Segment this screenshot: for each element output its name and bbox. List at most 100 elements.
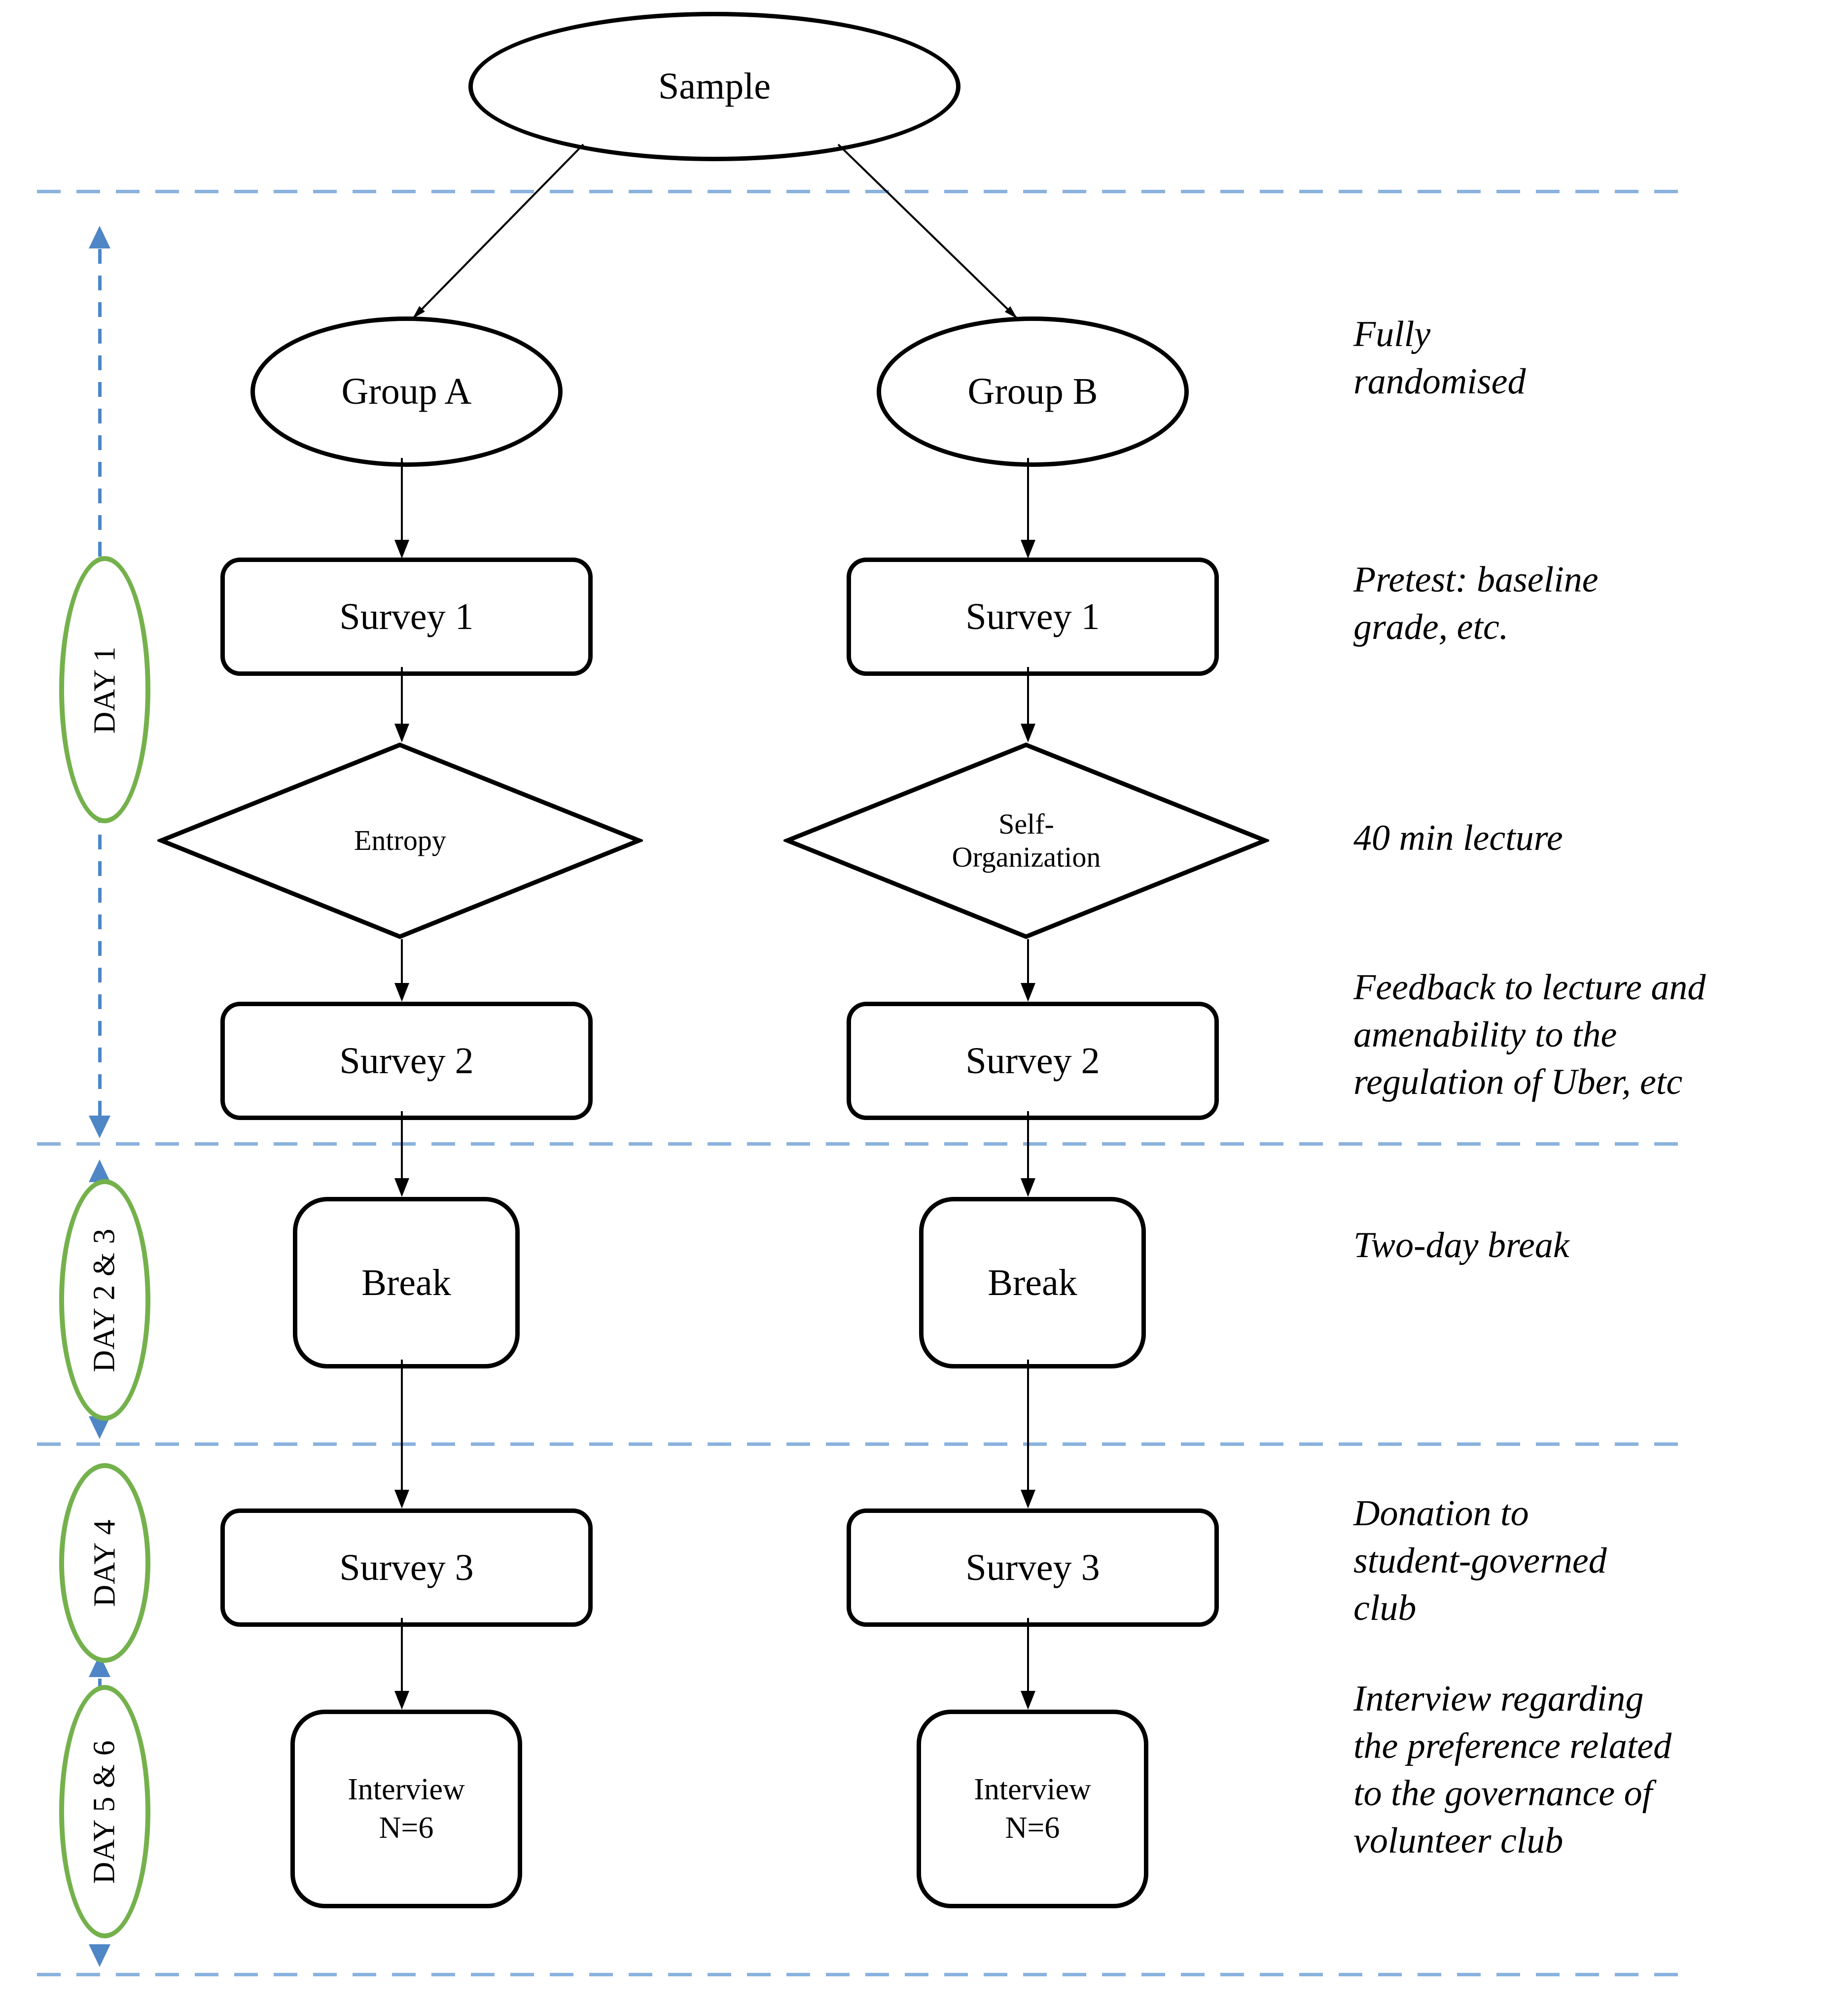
- annotation-line: to the governance of: [1353, 1773, 1653, 1814]
- annotation-line: Feedback to lecture and: [1353, 967, 1706, 1008]
- connector: [1027, 667, 1029, 725]
- treatment-a-label: Entropy: [354, 824, 446, 857]
- arrowhead-down-icon: [1021, 1490, 1035, 1508]
- day-2-3-badge: DAY 2 & 3: [59, 1179, 150, 1421]
- day-5-6-badge: DAY 5 & 6: [59, 1685, 150, 1938]
- treatment-b-label-line2: Organization: [952, 841, 1101, 873]
- annotation-line: club: [1353, 1588, 1417, 1628]
- connector: [1027, 458, 1029, 540]
- annotation-line: regulation of Uber, etc: [1353, 1062, 1683, 1102]
- annotation-line: the preference related: [1353, 1726, 1672, 1766]
- annotation-line: Two-day break: [1353, 1225, 1569, 1265]
- survey2-b-label: Survey 2: [965, 1040, 1100, 1082]
- arrowhead-down-icon: [89, 1944, 110, 1967]
- arrowhead-down-icon: [1021, 724, 1035, 742]
- arrowhead-up-icon: [89, 226, 110, 248]
- survey1-a-node: Survey 1: [220, 558, 593, 676]
- annotation-line: 40 min lecture: [1353, 818, 1563, 858]
- day-4-badge: DAY 4: [59, 1463, 150, 1663]
- interview-a-n: N=6: [379, 1811, 434, 1845]
- annotation-line: Pretest: baseline: [1353, 560, 1599, 600]
- arrowhead-down-icon: [1021, 1178, 1035, 1197]
- arrowhead-down-icon: [394, 1691, 409, 1710]
- connector: [1027, 1360, 1029, 1490]
- arrowhead-down-icon: [394, 724, 409, 742]
- annotation-line: Interview regarding: [1353, 1679, 1644, 1719]
- annotation-pretest: Pretest: baseline grade, etc.: [1353, 556, 1848, 651]
- treatment-a-node: Entropy: [157, 741, 643, 941]
- break-b-node: Break: [919, 1197, 1146, 1368]
- group-b-node: Group B: [877, 316, 1189, 467]
- connector: [401, 939, 403, 983]
- group-b-label: Group B: [967, 371, 1098, 412]
- annotation-line: amenability to the: [1353, 1015, 1617, 1055]
- interview-b-label: Interview: [974, 1773, 1091, 1806]
- arrowhead-down-icon: [394, 983, 409, 1002]
- sample-label: Sample: [658, 66, 771, 107]
- connector: [1027, 939, 1029, 983]
- sample-to-group-b-arrow: [837, 143, 1018, 319]
- break-a-label: Break: [361, 1262, 451, 1303]
- day-4-label: DAY 4: [88, 1519, 121, 1607]
- break-a-node: Break: [293, 1197, 520, 1368]
- connector: [401, 1618, 403, 1691]
- survey3-a-node: Survey 3: [220, 1508, 593, 1627]
- day-5-6-label: DAY 5 & 6: [88, 1739, 121, 1884]
- sample-to-group-a-arrow: [412, 143, 584, 319]
- interview-a-node: Interview N=6: [290, 1710, 522, 1908]
- arrowhead-down-icon: [394, 1178, 409, 1197]
- connector: [1027, 1111, 1029, 1178]
- connector: [401, 1111, 403, 1178]
- survey1-b-label: Survey 1: [965, 596, 1100, 637]
- annotation-lecture: 40 min lecture: [1353, 814, 1848, 862]
- section-divider-4: [37, 1973, 1689, 1976]
- arrowhead-up-icon: [89, 1159, 110, 1182]
- annotation-two-day-break: Two-day break: [1353, 1222, 1848, 1269]
- annotation-line: Fully: [1353, 314, 1431, 354]
- survey2-a-label: Survey 2: [339, 1040, 474, 1082]
- survey2-a-node: Survey 2: [220, 1002, 593, 1120]
- arrowhead-down-icon: [89, 1116, 110, 1138]
- section-divider-3: [37, 1442, 1689, 1446]
- connector: [1027, 1618, 1029, 1691]
- interview-b-n: N=6: [1005, 1811, 1060, 1845]
- day-1-label: DAY 1: [88, 646, 121, 734]
- survey3-b-node: Survey 3: [847, 1508, 1219, 1627]
- survey1-b-node: Survey 1: [847, 558, 1219, 676]
- diamond-shape: [783, 742, 1269, 939]
- annotation-line: randomised: [1353, 361, 1526, 402]
- survey3-b-label: Survey 3: [965, 1546, 1100, 1588]
- connector: [401, 1360, 403, 1490]
- treatment-b-node: Self- Organization: [783, 741, 1269, 941]
- interview-a-label: Interview: [348, 1773, 465, 1806]
- survey1-a-label: Survey 1: [339, 596, 474, 637]
- annotation-line: Donation to: [1353, 1493, 1529, 1534]
- annotation-line: grade, etc.: [1353, 607, 1509, 647]
- arrowhead-down-icon: [394, 1490, 409, 1508]
- diamond-shape: [157, 742, 643, 939]
- arrowhead-down-icon: [394, 540, 409, 559]
- survey2-b-node: Survey 2: [847, 1002, 1219, 1120]
- arrowhead-down-icon: [1021, 1691, 1035, 1710]
- connector: [401, 458, 403, 540]
- break-b-label: Break: [988, 1262, 1077, 1303]
- survey3-a-label: Survey 3: [339, 1546, 474, 1588]
- treatment-b-label-line1: Self-: [998, 807, 1054, 840]
- annotation-fully-randomised: Fully randomised: [1353, 311, 1848, 405]
- day-2-3-label: DAY 2 & 3: [88, 1227, 121, 1372]
- annotation-line: student-governed: [1353, 1541, 1607, 1581]
- connector: [401, 667, 403, 725]
- day-1-badge: DAY 1: [59, 556, 150, 823]
- annotation-interview: Interview regarding the preference relat…: [1353, 1675, 1848, 1864]
- annotation-line: volunteer club: [1353, 1821, 1564, 1861]
- sample-node: Sample: [468, 12, 960, 161]
- group-a-label: Group A: [341, 371, 472, 412]
- annotation-donation: Donation to student-governed club: [1353, 1490, 1848, 1632]
- group-a-node: Group A: [250, 316, 563, 467]
- annotation-feedback: Feedback to lecture and amenability to t…: [1353, 964, 1848, 1106]
- arrowhead-down-icon: [1021, 983, 1035, 1002]
- section-divider-2: [37, 1142, 1689, 1146]
- interview-b-node: Interview N=6: [917, 1710, 1148, 1908]
- arrowhead-down-icon: [1021, 540, 1035, 559]
